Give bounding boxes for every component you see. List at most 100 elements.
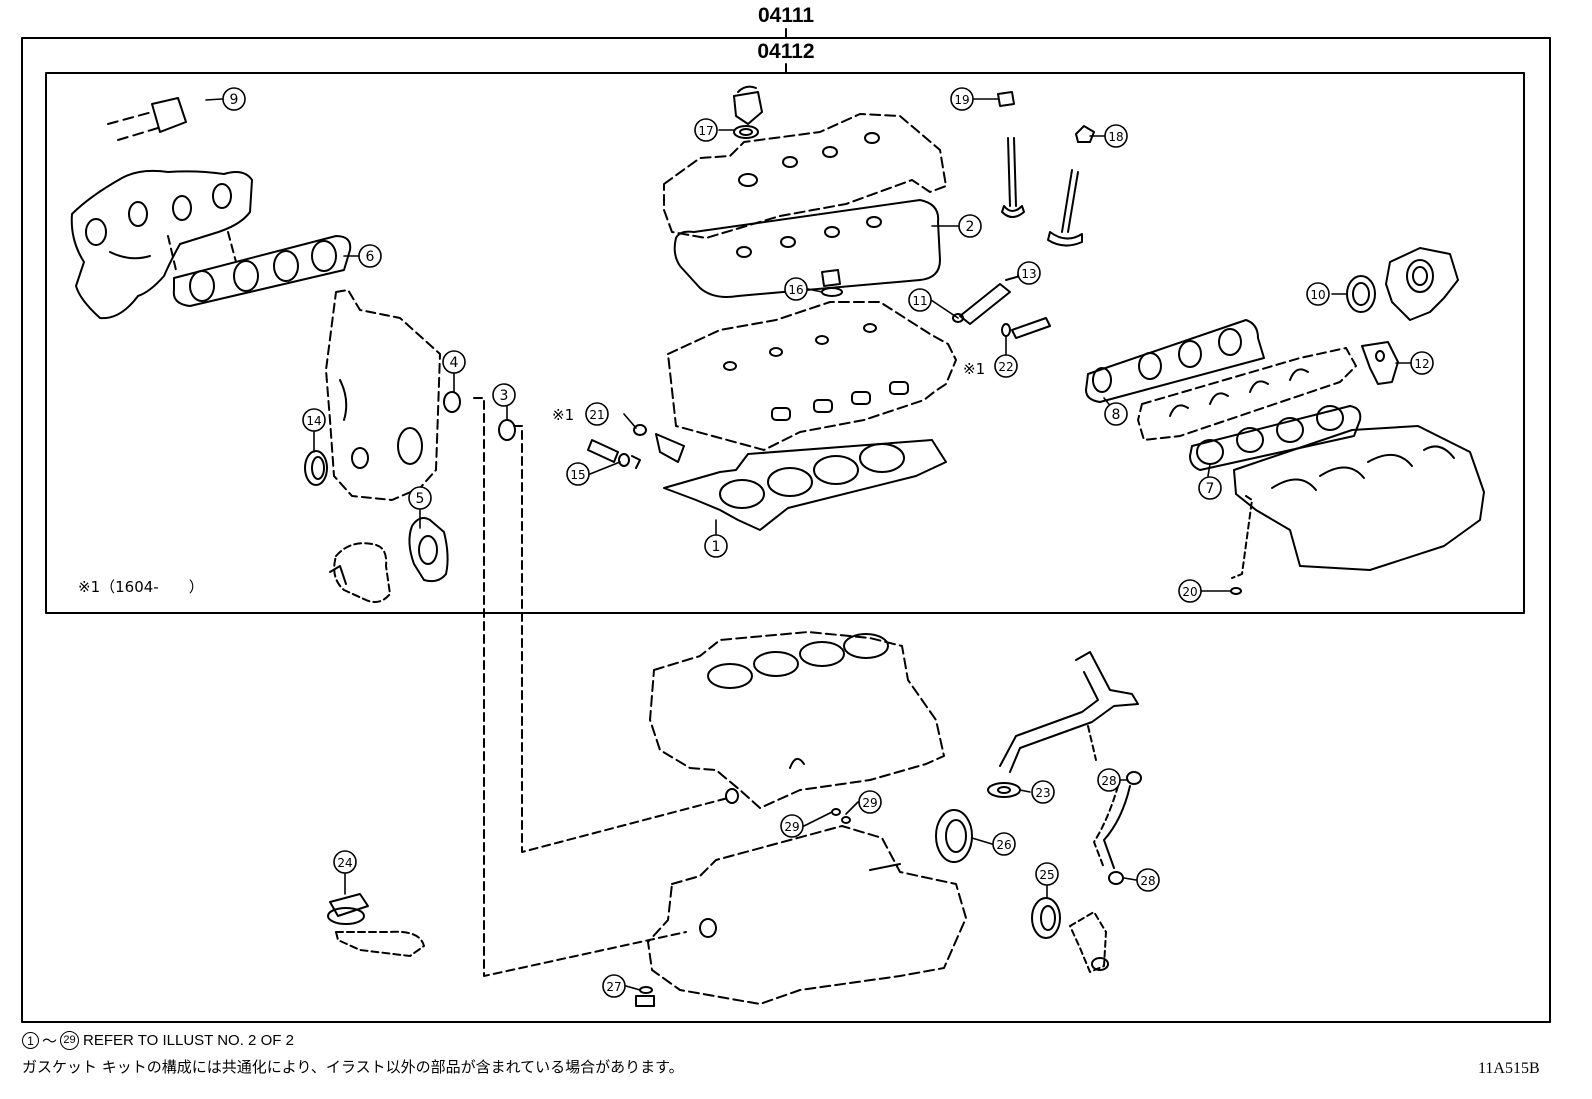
intake-gasket-8 xyxy=(1085,319,1265,403)
callout-label-11: 11 xyxy=(912,294,927,308)
callout-label-7: 7 xyxy=(1206,481,1215,497)
exhaust-manifold-drawing xyxy=(70,169,253,320)
callout-label-26: 26 xyxy=(996,838,1011,852)
range-end-circle: 29 xyxy=(60,1031,80,1050)
relation-line-3 xyxy=(513,425,729,853)
callout-circle-19 xyxy=(950,87,974,111)
callout-label-28: 28 xyxy=(1140,874,1155,888)
callout-label-2: 2 xyxy=(966,219,975,235)
sensor-22-drawing xyxy=(1001,317,1051,339)
range-tilde: ～ xyxy=(42,1033,58,1050)
callout-circle-8 xyxy=(1104,402,1128,426)
callout-label-22: 22 xyxy=(998,360,1013,374)
callout-circle-7 xyxy=(1198,476,1222,500)
o-ring-4 xyxy=(443,391,461,413)
sensor-15-drawing xyxy=(587,439,641,469)
spark-plug-tube-gasket xyxy=(733,125,759,139)
callout-circle-2 xyxy=(958,214,982,238)
callout-circle-28 xyxy=(1136,868,1160,892)
water-pump-drawing xyxy=(329,542,391,603)
gasket-29 xyxy=(831,808,851,824)
callout-label-1: 1 xyxy=(712,539,721,555)
callout-circle-10 xyxy=(1306,282,1330,306)
oil-level-hose-28 xyxy=(1093,771,1142,885)
callout-label-13: 13 xyxy=(1021,267,1036,281)
callout-circle-28 xyxy=(1097,768,1121,792)
cylinder-head-gasket xyxy=(663,439,947,531)
callout-circle-20 xyxy=(1178,579,1202,603)
marker-note-21: ※1 xyxy=(552,406,574,424)
bracket-12 xyxy=(1361,341,1399,385)
intake-gasket-7 xyxy=(1189,405,1362,471)
illustration-code: 11A515B xyxy=(1478,1060,1540,1077)
marker-legend: ※1（1604- ） xyxy=(78,578,204,596)
oil-pan xyxy=(647,825,967,1005)
callout-label-24: 24 xyxy=(337,856,352,870)
callout-label-20: 20 xyxy=(1182,585,1197,599)
front-oil-seal xyxy=(304,450,328,486)
outer-kit-code: 04111 xyxy=(757,4,815,27)
callout-label-18: 18 xyxy=(1108,130,1123,144)
o-ring-3 xyxy=(498,419,516,441)
callout-label-29: 29 xyxy=(784,820,799,834)
callout-circle-21 xyxy=(585,402,609,426)
callout-circle-6 xyxy=(358,244,382,268)
callout-circle-12 xyxy=(1410,351,1434,375)
callout-circle-15 xyxy=(566,462,590,486)
callout-circle-18 xyxy=(1104,124,1128,148)
callout-circle-22 xyxy=(994,354,1018,378)
gasket-23 xyxy=(987,782,1021,798)
valve-cover-gasket xyxy=(673,199,941,298)
callout-label-25: 25 xyxy=(1039,868,1054,882)
callout-circle-25 xyxy=(1035,862,1059,886)
callout-label-10: 10 xyxy=(1310,288,1325,302)
callout-leaders xyxy=(205,98,1411,991)
valve-stem-seal-18 xyxy=(1075,125,1095,143)
callout-label-27: 27 xyxy=(606,980,621,994)
callout-circle-1 xyxy=(704,534,728,558)
cylinder-head xyxy=(667,301,957,451)
callout-label-23: 23 xyxy=(1035,786,1050,800)
oil-pressure-plug xyxy=(821,269,843,297)
callout-label-4: 4 xyxy=(450,355,459,371)
inner-kit-code: 04112 xyxy=(757,40,815,63)
water-outlet-24 xyxy=(327,893,425,957)
callout-label-28: 28 xyxy=(1101,774,1116,788)
callout-circle-13 xyxy=(1017,261,1041,285)
inner-kit-frame xyxy=(45,72,1525,614)
timing-chain-cover xyxy=(325,289,441,501)
callout-label-3: 3 xyxy=(500,388,509,404)
oil-filler-cap xyxy=(733,85,763,125)
callout-label-19: 19 xyxy=(954,93,969,107)
exhaust-pipe-drawing xyxy=(107,97,187,141)
hose-20 xyxy=(1230,495,1253,595)
callout-label-16: 16 xyxy=(788,283,803,297)
callout-circle-4 xyxy=(442,350,466,374)
callout-circle-16 xyxy=(784,277,808,301)
callout-label-12: 12 xyxy=(1414,357,1429,371)
sensor-21-drawing xyxy=(633,424,685,463)
callout-circle-23 xyxy=(1031,780,1055,804)
callout-circle-11 xyxy=(908,288,932,312)
intake-valve-drawing xyxy=(1001,137,1025,218)
valve-stem-seal-19 xyxy=(997,91,1015,107)
relation-line-4 xyxy=(473,397,687,977)
throttle-body-gasket xyxy=(1346,275,1376,313)
fuel-injector-drawing xyxy=(952,271,1027,325)
callout-label-21: 21 xyxy=(589,408,604,422)
footer-japanese-note: ガスケット キットの構成には共通化により、イラスト以外の部品が含まれている場合が… xyxy=(22,1058,684,1076)
rear-oil-seal xyxy=(935,809,973,863)
callout-circle-9 xyxy=(222,87,246,111)
callout-circle-26 xyxy=(992,832,1016,856)
exhaust-manifold-gasket xyxy=(172,235,352,307)
intake-manifold-upper xyxy=(1137,347,1357,441)
callout-label-14: 14 xyxy=(306,414,321,428)
callout-label-8: 8 xyxy=(1112,407,1121,423)
oil-seal-25 xyxy=(1031,897,1061,939)
intake-manifold-lower xyxy=(1233,425,1485,571)
callout-label-5: 5 xyxy=(416,491,425,507)
callout-circle-29 xyxy=(858,790,882,814)
range-start-circle: 1 xyxy=(22,1032,39,1049)
